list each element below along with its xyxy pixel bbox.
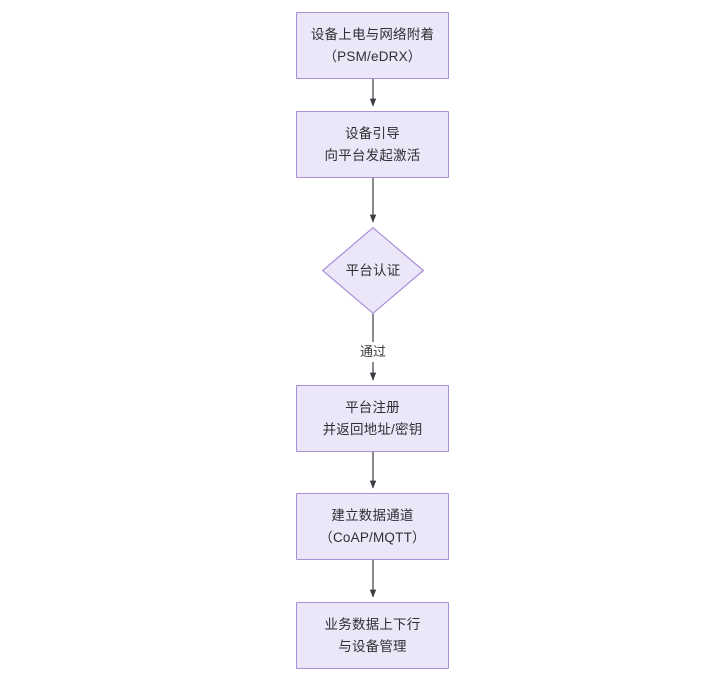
node-business-data[interactable]: 业务数据上下行 与设备管理 [296,602,449,669]
node-label: 平台认证 [345,262,401,278]
node-label: 设备引导 向平台发起激活 [324,125,421,163]
diamond-shape [322,227,424,314]
node-label: 设备上电与网络附着 （PSM/eDRX） [310,26,435,64]
node-data-channel[interactable]: 建立数据通道 （CoAP/MQTT） [296,493,449,560]
node-platform-authentication[interactable]: 平台认证 [322,227,424,314]
node-label: 平台注册 并返回地址/密钥 [322,399,423,437]
edge-label-pass: 通过 [356,342,390,362]
node-platform-registration[interactable]: 平台注册 并返回地址/密钥 [296,385,449,452]
node-label: 业务数据上下行 与设备管理 [324,616,421,654]
node-device-power-on[interactable]: 设备上电与网络附着 （PSM/eDRX） [296,12,449,79]
node-device-bootstrap[interactable]: 设备引导 向平台发起激活 [296,111,449,178]
node-label: 建立数据通道 （CoAP/MQTT） [319,507,426,545]
